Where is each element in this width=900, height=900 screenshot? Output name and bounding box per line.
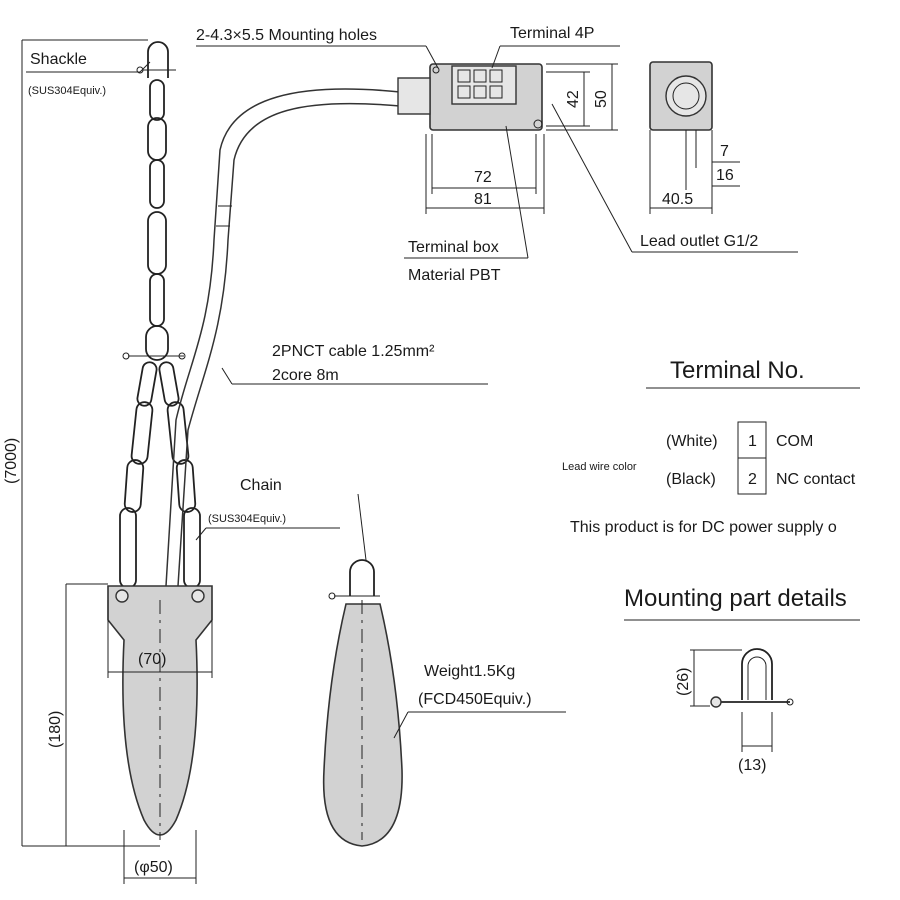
- mounting-part-detail: [624, 619, 860, 752]
- cable-label-line2: 2core 8m: [272, 367, 339, 384]
- material-pbt-label: Material PBT: [408, 267, 501, 284]
- shackle-label: Shackle: [30, 51, 87, 68]
- dim-side-width: 40.5: [662, 191, 693, 208]
- terminal-box-label: Terminal box: [408, 239, 499, 256]
- upper-chain: [145, 79, 169, 361]
- terminal-4p-label: Terminal 4P: [510, 25, 594, 42]
- top-shackle: [136, 41, 176, 78]
- box-side-view: [649, 61, 740, 214]
- main-assembly: [107, 41, 213, 840]
- leader-lines: [26, 45, 798, 739]
- overall-dimensions: [21, 39, 213, 884]
- dim-box-width-inner: 72: [474, 169, 492, 186]
- terminal-box: [397, 63, 543, 131]
- left-chain-leg: [119, 361, 158, 589]
- chain-material-label: (SUS304Equiv.): [208, 513, 286, 525]
- weight-body: [107, 585, 213, 840]
- chain-label: Chain: [240, 477, 282, 494]
- terminal-table-title: Terminal No.: [670, 357, 805, 384]
- mounting-part-title: Mounting part details: [624, 585, 847, 612]
- terminal-block: [457, 69, 503, 99]
- shackle-material-label: (SUS304Equiv.): [28, 85, 106, 97]
- dim-box-height-outer: 50: [593, 90, 610, 108]
- dim-shackle-height: (26): [675, 668, 692, 696]
- weight-side-view: [322, 493, 403, 847]
- dim-shackle-width: (13): [738, 757, 766, 774]
- cable: [165, 88, 401, 587]
- dim-box-width-outer: 81: [474, 191, 492, 208]
- dim-side-mid: 16: [716, 167, 734, 184]
- dim-box-height-inner: 42: [565, 90, 582, 108]
- row1-number: 1: [748, 433, 757, 450]
- dc-power-note: This product is for DC power supply o: [570, 519, 837, 536]
- weight-label-line2: (FCD450Equiv.): [418, 691, 532, 708]
- row2-function: NC contact: [776, 471, 856, 488]
- weight-label-line1: Weight1.5Kg: [424, 663, 515, 680]
- dim-total-length: (7000): [3, 438, 20, 484]
- dim-weight-length: (180): [47, 711, 64, 748]
- dim-weight-diameter: (φ50): [134, 859, 173, 876]
- mounting-holes-label: 2-4.3×5.5 Mounting holes: [196, 27, 377, 44]
- dim-side-small: 7: [720, 143, 729, 160]
- row1-function: COM: [776, 433, 813, 450]
- row2-number: 2: [748, 471, 757, 488]
- right-chain-leg: [158, 361, 201, 589]
- lead-outlet-label: Lead outlet G1/2: [640, 233, 758, 250]
- lead-wire-color-label: Lead wire color: [562, 461, 637, 473]
- terminal-table: [646, 387, 860, 495]
- row1-color: (White): [666, 433, 718, 450]
- text-labels: Shackle (SUS304Equiv.) 2-4.3×5.5 Mountin…: [3, 25, 856, 876]
- cable-label-line1: 2PNCT cable 1.25mm²: [272, 343, 435, 360]
- dim-weight-width: (70): [138, 651, 166, 668]
- row2-color: (Black): [666, 471, 716, 488]
- box-dimensions: [425, 63, 618, 214]
